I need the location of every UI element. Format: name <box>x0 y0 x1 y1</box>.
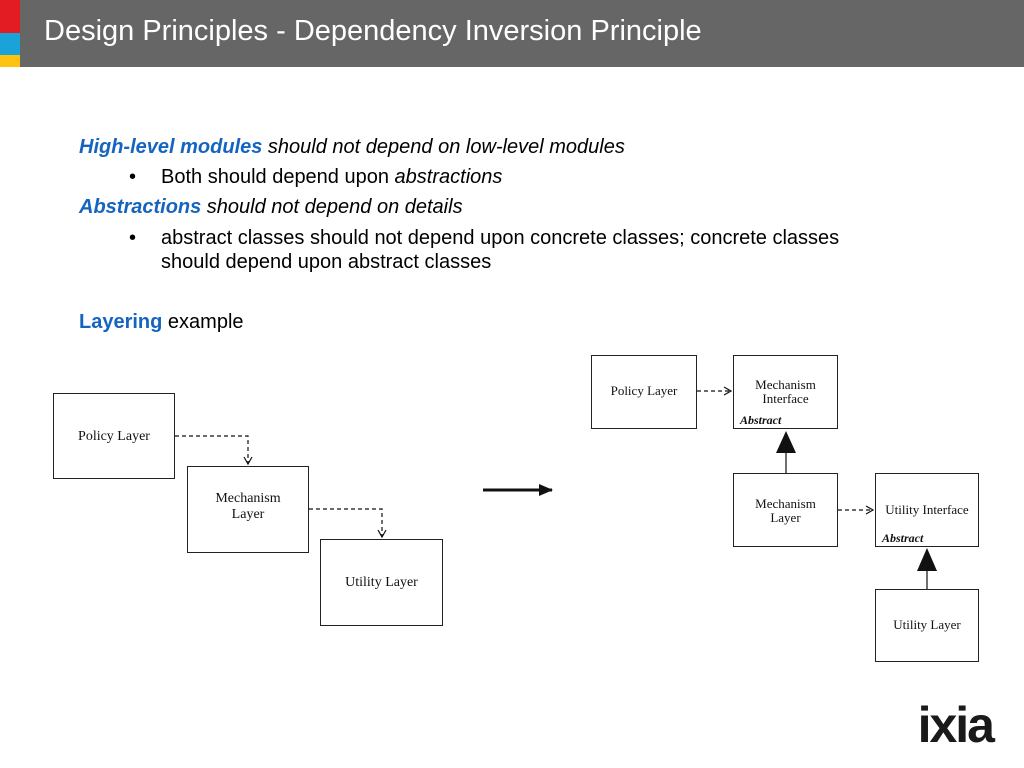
accent-stripe-red <box>0 0 20 33</box>
sub-point-1: Both should depend upon abstractions <box>161 166 502 189</box>
utility-interface-abstract-tag: Abstract <box>882 531 924 545</box>
principle-2: Abstractions should not depend on detail… <box>79 196 463 219</box>
left-policy-layer-box: Policy Layer <box>53 393 175 479</box>
mechanism-interface-box: Mechanism Interface Abstract <box>733 355 838 429</box>
right-mechanism-label-2: Layer <box>770 510 801 525</box>
right-policy-layer-label: Policy Layer <box>610 383 678 398</box>
utility-interface-box: Utility Interface Abstract <box>875 473 979 547</box>
principle-1-emphasis: High-level modules <box>79 136 263 158</box>
right-mechanism-label-1: Mechanism <box>755 496 816 511</box>
accent-stripe-cyan <box>0 33 20 55</box>
right-policy-layer-box: Policy Layer <box>591 355 697 429</box>
right-mechanism-layer-box: Mechanism Layer <box>733 473 838 547</box>
left-mechanism-to-utility-arrow <box>309 508 387 539</box>
layering-rest: example <box>162 311 244 333</box>
mechanism-interface-label-2: Interface <box>762 391 809 406</box>
ixia-logo: ixia <box>917 697 995 753</box>
left-policy-layer-label: Policy Layer <box>78 429 150 444</box>
left-utility-layer-box: Utility Layer <box>320 539 443 626</box>
sub-point-2-line-1: abstract classes should not depend upon … <box>161 227 840 249</box>
accent-stripe-yellow <box>0 55 20 67</box>
utility-interface-label: Utility Interface <box>885 502 969 517</box>
right-utility-layer-label: Utility Layer <box>893 617 961 632</box>
mechanism-interface-abstract-tag: Abstract <box>740 413 782 427</box>
title-bar <box>0 0 1024 67</box>
layering-emphasis: Layering <box>79 311 163 333</box>
bullet-marker: • <box>129 227 137 249</box>
left-mechanism-label-2: Layer <box>231 507 265 522</box>
left-mechanism-layer-box: Mechanism Layer <box>187 466 309 553</box>
left-policy-to-mechanism-arrow <box>175 435 253 466</box>
mechanism-implements-triangle <box>776 431 796 453</box>
slide-title: Design Principles - Dependency Inversion… <box>44 15 702 47</box>
bullet-marker: • <box>129 166 137 188</box>
right-utility-layer-box: Utility Layer <box>875 589 979 662</box>
sub-point-1-text: Both should depend upon <box>161 166 395 188</box>
mechanism-interface-label-1: Mechanism <box>755 377 816 392</box>
sub-point-1-emphasis: abstractions <box>394 166 503 188</box>
principle-1: High-level modules should not depend on … <box>79 136 625 159</box>
utility-implements-triangle <box>917 548 937 571</box>
principle-1-rest: should not depend on low-level modules <box>262 136 625 158</box>
left-mechanism-label-1: Mechanism <box>215 491 281 506</box>
principle-2-emphasis: Abstractions <box>79 196 202 218</box>
sub-point-2-line-2: should depend upon abstract classes <box>161 251 492 273</box>
left-utility-layer-label: Utility Layer <box>345 575 418 590</box>
principle-2-rest: should not depend on details <box>201 196 463 218</box>
layering-heading: Layering example <box>79 311 244 334</box>
